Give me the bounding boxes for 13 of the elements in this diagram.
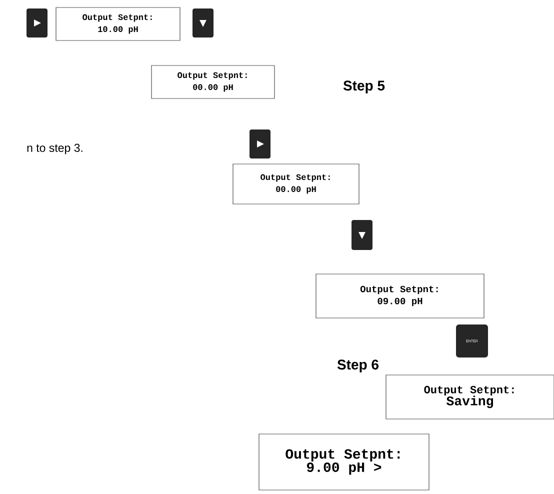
lcd-display: Output Setpnt: 00.00 pH: [232, 164, 360, 204]
lcd-display: Output Setpnt: 00.00 pH: [151, 65, 275, 99]
lcd-display: Output Setpnt: 10.00 pH: [56, 7, 180, 41]
instruction-text: n to step 3.: [27, 144, 82, 154]
step-heading: Step 5: [343, 80, 385, 94]
arrow-key: [26, 8, 48, 38]
arrow-key: [192, 8, 214, 38]
lcd-display: Output Setpnt: Saving: [386, 374, 554, 420]
arrow-key: [250, 130, 270, 158]
lcd-display: Output Setpnt: 9.00 pH >: [258, 434, 430, 490]
step-heading: Step 6: [337, 360, 378, 372]
lcd-display: Output Setpnt: 09.00 pH: [316, 274, 484, 318]
arrow-key: [352, 220, 372, 250]
